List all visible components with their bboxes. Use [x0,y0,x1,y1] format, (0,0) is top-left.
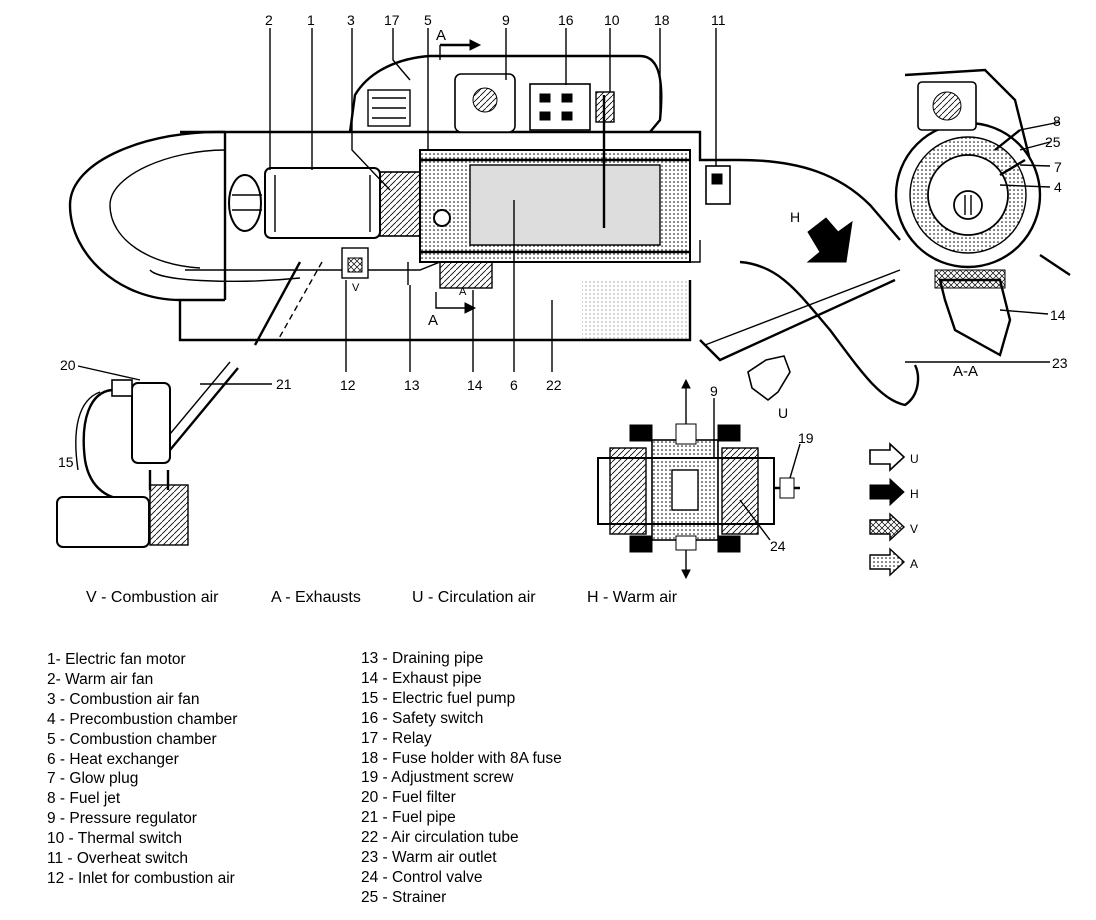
part-item: 17 - Relay [361,729,432,747]
part-item: 9 - Pressure regulator [47,810,197,828]
callout-5: 5 [424,12,432,28]
callout-12: 12 [340,377,356,393]
section-arrow-top: A [436,27,482,60]
part-item: 21 - Fuel pipe [361,809,456,827]
part-item: 14 - Exhaust pipe [361,669,482,687]
callout-19: 19 [798,430,814,446]
callout-9: 9 [710,383,718,399]
part-item: 10 - Thermal switch [47,830,182,848]
callout-21: 21 [276,376,292,392]
part-item: 3 - Combustion air fan [47,690,200,708]
callouts-valve: 9 19 24 [710,383,814,554]
part-item: 6 - Heat exchanger [47,750,179,768]
part-item: 16 - Safety switch [361,709,484,727]
leader-lines [77,28,1061,541]
svg-text:U: U [910,452,919,466]
section-arrow-bottom: A [428,292,477,329]
callout-14: 14 [1050,307,1066,323]
flow-mark: V [352,282,360,294]
flow-key: U H V A [869,442,919,577]
part-item: 15 - Electric fuel pump [361,689,516,707]
part-item: 5 - Combustion chamber [47,730,217,748]
flow-mark: U [778,405,788,421]
flow-mark: H [790,209,800,225]
part-item: 7 - Glow plug [47,770,139,788]
part-item: 12 - Inlet for combustion air [47,869,235,887]
callout-25: 25 [1045,134,1061,150]
callout-13: 13 [404,377,420,393]
flow-mark: A [459,286,467,298]
svg-text:A: A [910,557,918,571]
section-title: A-A [953,363,978,380]
callout-6: 6 [510,377,518,393]
fuel-pump-assembly [56,361,239,548]
section-mark: A [436,27,446,44]
part-item: 24 - Control valve [361,868,483,886]
callouts-top: 2 1 3 17 5 9 16 10 18 11 [265,12,726,28]
callout-8: 8 [1053,113,1061,129]
callout-20: 20 [60,357,76,373]
part-item: 19 - Adjustment screw [361,769,514,787]
heater-body [68,54,920,407]
callout-15: 15 [58,454,74,470]
callout-9: 9 [502,12,510,28]
part-item: 8 - Fuel jet [47,790,121,808]
flow-arrow-h: H [790,209,853,263]
callout-2: 2 [265,12,273,28]
part-item: 18 - Fuse holder with 8A fuse [361,749,562,767]
callout-3: 3 [347,12,355,28]
callout-18: 18 [654,12,670,28]
part-item: 20 - Fuel filter [361,789,456,807]
flow-legend-a: A - Exhausts [271,589,361,606]
callout-14: 14 [467,377,483,393]
part-item: 25 - Strainer [361,888,447,906]
parts-list-left: 1- Electric fan motor 2- Warm air fan 3 … [47,650,237,889]
section-mark: A [428,312,438,329]
part-item: 22 - Air circulation tube [361,829,519,847]
callout-11: 11 [711,12,726,28]
part-item: 11 - Overheat switch [47,850,188,868]
flow-legend-u: U - Circulation air [412,589,536,606]
callout-16: 16 [558,12,574,28]
part-item: 4 - Precombustion chamber [47,710,238,728]
heater-cutaway-diagram: A A H U V A A-A [56,12,1071,580]
part-item: 2- Warm air fan [47,670,154,688]
callout-10: 10 [604,12,620,28]
callouts-pump: 20 21 15 [58,357,292,470]
flow-legend-v: V - Combustion air [86,589,219,606]
parts-list-right: 13 - Draining pipe 14 - Exhaust pipe 15 … [361,649,562,908]
callout-4: 4 [1054,179,1062,195]
callout-17: 17 [384,12,400,28]
svg-text:V: V [910,522,918,536]
callout-1: 1 [307,12,315,28]
callout-7: 7 [1054,159,1062,175]
flow-legend: V - Combustion air A - Exhausts U - Circ… [86,589,726,609]
control-valve [597,378,800,580]
part-item: 13 - Draining pipe [361,650,484,667]
callouts-bottom: 12 13 14 6 22 [340,377,562,393]
section-aa-view: A-A [894,68,1071,380]
callout-24: 24 [770,538,786,554]
flow-arrow-u: U [747,355,791,421]
flow-legend-h: H - Warm air [587,589,678,606]
callouts-side: 8 25 7 4 14 23 [1045,113,1068,371]
part-item: 23 - Warm air outlet [361,849,497,867]
part-item: 1- Electric fan motor [47,651,186,668]
callout-22: 22 [546,377,562,393]
callout-23: 23 [1052,355,1068,371]
svg-text:H: H [910,487,919,501]
